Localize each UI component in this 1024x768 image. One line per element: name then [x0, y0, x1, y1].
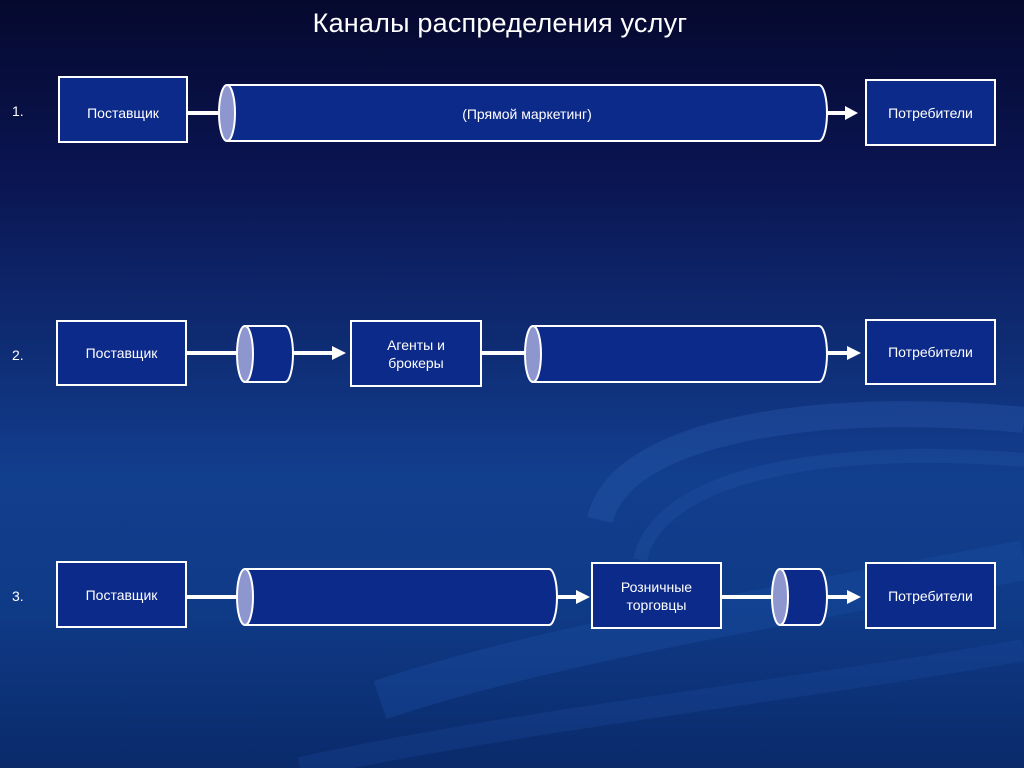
supplier-box: Поставщик: [56, 561, 187, 628]
pipe-long-2: [524, 325, 828, 383]
arrowhead: [576, 590, 590, 604]
pipe-cap: [218, 84, 236, 142]
arrowhead: [847, 590, 861, 604]
retailers-box: Розничные торговцы: [591, 562, 722, 629]
consumers-label: Потребители: [888, 344, 973, 360]
arrowhead: [845, 106, 858, 120]
consumers-box: Потребители: [865, 79, 996, 146]
consumers-label: Потребители: [888, 587, 973, 604]
agents-brokers-box: Агенты и брокеры: [350, 320, 482, 387]
consumers-box: Потребители: [865, 562, 996, 629]
supplier-label: Поставщик: [87, 105, 159, 121]
pipe-short-2: [236, 325, 294, 383]
supplier-label: Поставщик: [85, 586, 158, 603]
supplier-box: Поставщик: [56, 320, 187, 386]
pipe-direct-marketing: (Прямой маркетинг): [218, 84, 828, 142]
pipe-long-3: [236, 568, 558, 626]
row-number-3: 3.: [12, 588, 24, 604]
row-2-connectors: [187, 346, 861, 360]
consumers-box: Потребители: [865, 319, 996, 385]
supplier-label: Поставщик: [85, 345, 158, 361]
row-number-2: 2.: [12, 347, 24, 363]
intermediary-label: Розничные торговцы: [620, 578, 693, 613]
arrowhead: [332, 346, 346, 360]
intermediary-label: Агенты и брокеры: [387, 336, 445, 371]
pipe-cap: [771, 568, 789, 626]
channel-label: (Прямой маркетинг): [462, 106, 592, 122]
row-number-1: 1.: [12, 103, 24, 119]
pipe-cap: [524, 325, 542, 383]
consumers-label: Потребители: [888, 104, 973, 121]
pipe-cap: [236, 568, 254, 626]
supplier-box: Поставщик: [58, 76, 188, 143]
pipe-short-3: [771, 568, 828, 626]
pipe-cap: [236, 325, 254, 383]
arrowhead: [847, 346, 861, 360]
page-title: Каналы распределения услуг: [312, 8, 688, 38]
